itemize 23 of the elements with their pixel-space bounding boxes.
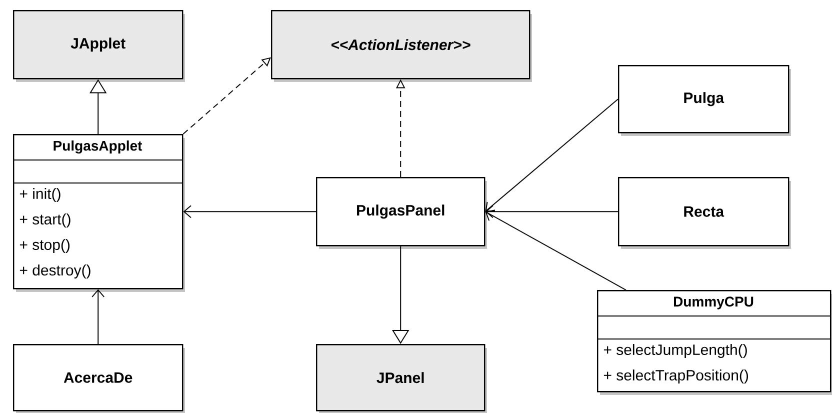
class-box [596,290,832,395]
class-box: Pulga [618,65,791,136]
class-box: PulgasPanel [316,177,487,249]
class-box [12,134,185,292]
arrow [485,98,618,212]
method-name: + destroy() [20,264,90,278]
class-box: AcercaDe [13,344,185,413]
arrow [183,205,316,218]
class-name: PulgasApplet [54,140,142,154]
method-name: + stop() [20,239,70,253]
method-name: + init() [20,188,60,202]
arrow [92,289,105,344]
class-name: DummyCPU [674,296,754,310]
class-box: JApplet [13,10,185,82]
class-box: JPanel [316,344,487,413]
class-box: <<ActionListener>> [271,10,532,82]
class-box: Recta [618,177,791,249]
method-name: + selectJumpLength() [604,344,747,358]
arrow [485,210,626,290]
arrow [485,205,618,218]
method-name: + selectTrapPosition() [604,370,748,384]
method-name: + start() [20,214,70,228]
arrow [182,57,271,134]
